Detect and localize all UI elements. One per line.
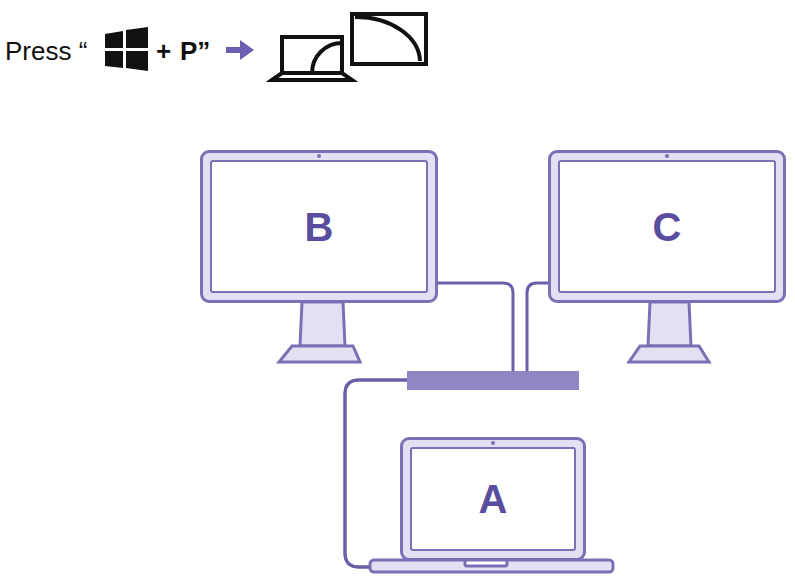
camera-dot bbox=[665, 154, 669, 158]
extend-icon bbox=[272, 14, 426, 80]
instruction-text: + bbox=[156, 38, 171, 64]
screen-area: B bbox=[210, 160, 428, 293]
camera-dot bbox=[491, 441, 495, 445]
usb-hub bbox=[407, 371, 579, 390]
screen-area: C bbox=[558, 160, 776, 293]
device-letter: C bbox=[653, 207, 682, 247]
monitor-screen: C bbox=[548, 150, 786, 303]
device-letter: B bbox=[305, 207, 334, 247]
windows-logo bbox=[105, 27, 148, 71]
monitor-stand bbox=[279, 302, 709, 362]
camera-dot bbox=[317, 154, 321, 158]
arrow-symbol bbox=[226, 40, 254, 60]
laptop-base bbox=[370, 560, 613, 572]
screen-area: A bbox=[410, 447, 576, 551]
instruction-text: P” bbox=[180, 38, 210, 64]
monitor-screen: B bbox=[200, 150, 438, 303]
laptop-screen: A bbox=[400, 437, 586, 561]
device-letter: A bbox=[479, 479, 508, 519]
instruction-text: Press “ bbox=[5, 38, 87, 64]
